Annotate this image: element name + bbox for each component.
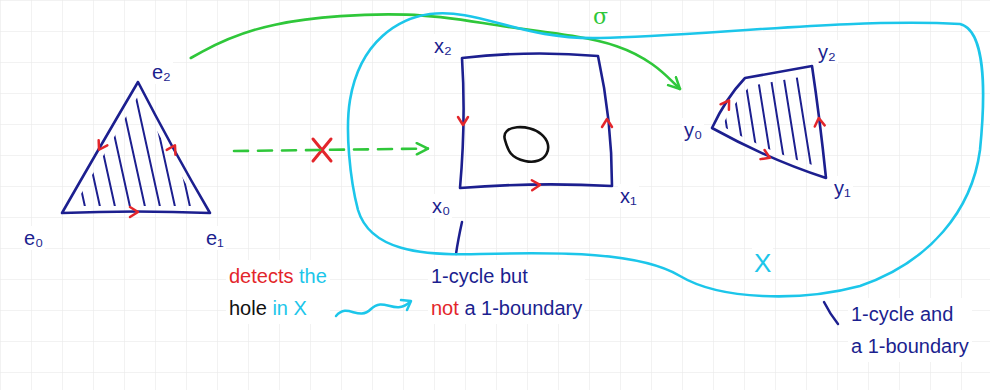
filled-simplex: y₂ y₀ y₁ xyxy=(680,38,864,208)
annotation-word: 1-boundary xyxy=(481,297,582,319)
simplex-triangle: e₂ e₀ e₁ xyxy=(18,58,234,256)
annotation-word: 1-boundary xyxy=(868,335,969,357)
loop-outline xyxy=(460,53,612,188)
cycle-loop: x₂ x₀ x₁ xyxy=(428,32,648,220)
orientation-arrow xyxy=(721,98,734,110)
hatch-stroke xyxy=(130,70,164,225)
hatch-stroke xyxy=(768,60,788,185)
hatch-stroke xyxy=(703,60,723,185)
hatch-stroke xyxy=(85,70,119,225)
orientation-arrow xyxy=(602,119,612,127)
simplex-outline xyxy=(712,66,826,178)
annotation-word: in xyxy=(272,297,288,319)
annotation-word: the xyxy=(299,265,327,287)
vertex-label: y₂ xyxy=(816,40,838,64)
annotation-word: a xyxy=(851,335,862,357)
orientation-arrow xyxy=(130,207,138,217)
annotation-word: a xyxy=(464,297,475,319)
hatch-stroke xyxy=(205,70,239,225)
annotation-word: hole xyxy=(229,297,267,319)
annotation-word: 1-cycle xyxy=(431,265,494,287)
cycle-loop-shape xyxy=(428,32,648,220)
hatching xyxy=(690,60,853,185)
vertex-label: e₂ xyxy=(150,60,173,84)
dashed-map-arrow xyxy=(234,149,428,152)
annotation: detects the hole in X xyxy=(226,260,330,324)
hatching xyxy=(40,70,254,225)
hatch-stroke xyxy=(220,70,254,225)
hatch-stroke xyxy=(833,60,853,185)
leader-line xyxy=(456,222,462,254)
vertex-label: x₁ xyxy=(618,184,639,208)
orientation-arrow xyxy=(95,140,108,152)
squiggle-arrow xyxy=(336,302,410,316)
annotation-word: 1-cycle xyxy=(851,303,914,325)
hatch-stroke xyxy=(145,70,179,225)
triangle-outline xyxy=(62,82,210,213)
vertex-label: y₀ xyxy=(682,118,704,142)
vertex-label: e₀ xyxy=(22,226,45,250)
orientation-arrow xyxy=(532,180,540,190)
annotation-word: but xyxy=(500,265,528,287)
orientation-arrow xyxy=(760,150,771,162)
vertex-label: y₁ xyxy=(832,176,853,200)
leader-line xyxy=(824,302,838,324)
vertex-label: e₁ xyxy=(204,226,226,250)
squiggle-arrowhead xyxy=(401,300,411,310)
orientation-arrow xyxy=(458,117,468,125)
orientation-arrow xyxy=(814,117,825,126)
region-outline xyxy=(348,13,983,296)
orientation-arrow xyxy=(167,143,180,155)
annotation: 1-cycle and a 1-boundary xyxy=(848,298,972,362)
hatch-stroke xyxy=(794,60,814,185)
annotation-word: and xyxy=(920,303,953,325)
annotation-word: not xyxy=(431,297,459,319)
annotation-word: X xyxy=(294,297,307,319)
simplex-triangle-shape xyxy=(18,58,234,256)
annotation: 1-cycle but not a 1-boundary xyxy=(428,260,585,324)
annotation-word: detects xyxy=(229,265,293,287)
space-label: X xyxy=(752,248,773,279)
hatch-stroke xyxy=(716,60,736,185)
vertex-label: x₂ xyxy=(432,34,454,58)
vertex-label: x₀ xyxy=(430,194,452,218)
hole-blob xyxy=(504,127,548,162)
hatch-stroke xyxy=(190,70,224,225)
hatch-stroke xyxy=(55,70,89,225)
map-label: σ xyxy=(590,4,611,30)
hatch-stroke xyxy=(755,60,775,185)
hatch-stroke xyxy=(160,70,194,225)
